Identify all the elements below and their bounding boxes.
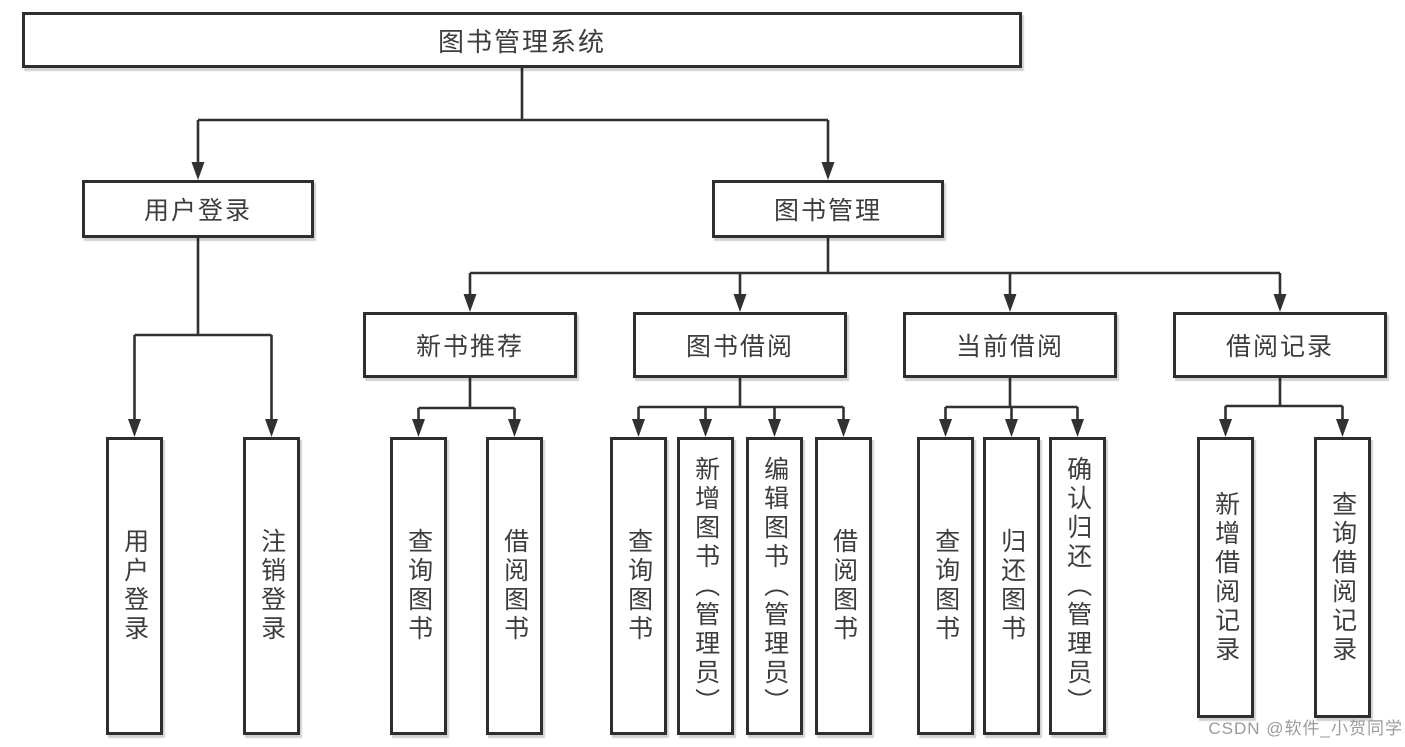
node-label: 新书推荐 <box>415 333 524 361</box>
leaf-label: 确认归还（管理员） <box>1063 455 1092 717</box>
node-current-borrow: 当前借阅 <box>903 312 1117 378</box>
leaf-recommend-query-books: 查询图书 <box>390 437 447 735</box>
connector-user-login-to-leaves <box>128 238 278 437</box>
leaf-label: 注销登录 <box>257 528 286 644</box>
node-new-book-recommend: 新书推荐 <box>363 312 577 378</box>
leaf-label: 借阅图书 <box>500 528 529 644</box>
node-user-login: 用户登录 <box>82 180 314 238</box>
leaf-logout: 注销登录 <box>243 437 300 735</box>
leaf-user-login: 用户登录 <box>106 437 163 735</box>
connector-current-borrow-to-leaves <box>939 378 1084 437</box>
leaf-label: 归还图书 <box>997 528 1026 644</box>
leaf-label: 查询借阅记录 <box>1328 490 1357 665</box>
node-book-management: 图书管理 <box>712 180 944 238</box>
connector-book-borrow-to-leaves <box>632 378 850 437</box>
node-borrow-records: 借阅记录 <box>1173 312 1387 378</box>
leaf-recommend-borrow-books: 借阅图书 <box>486 437 543 735</box>
node-label: 图书管理 <box>773 197 882 225</box>
node-root-system: 图书管理系统 <box>22 12 1022 68</box>
node-label: 借阅记录 <box>1225 333 1334 361</box>
leaf-borrow-query-books: 查询图书 <box>610 437 667 735</box>
csdn-watermark: CSDN @软件_小贺同学 <box>1208 719 1403 738</box>
leaf-label: 查询图书 <box>624 528 653 644</box>
leaf-label: 新增借阅记录 <box>1211 490 1240 665</box>
leaf-label: 新增图书（管理员） <box>691 455 720 717</box>
leaf-current-confirm-return-admin: 确认归还（管理员） <box>1049 437 1106 735</box>
connector-root-to-level2 <box>191 68 835 180</box>
connector-borrow-records-to-leaves <box>1219 378 1349 437</box>
node-label: 图书管理系统 <box>437 26 606 57</box>
leaf-label: 查询图书 <box>931 528 960 644</box>
node-label: 当前借阅 <box>955 333 1064 361</box>
leaf-label: 查询图书 <box>404 528 433 644</box>
leaf-current-query-books: 查询图书 <box>917 437 974 735</box>
leaf-current-return-books: 归还图书 <box>983 437 1040 735</box>
leaf-borrow-borrow-books: 借阅图书 <box>815 437 872 735</box>
node-label: 图书借阅 <box>685 333 794 361</box>
leaf-records-query-borrow-record: 查询借阅记录 <box>1314 437 1371 718</box>
leaf-borrow-add-books-admin: 新增图书（管理员） <box>677 437 734 735</box>
node-label: 用户登录 <box>143 197 252 225</box>
leaf-borrow-edit-books-admin: 编辑图书（管理员） <box>746 437 803 735</box>
leaf-label: 用户登录 <box>120 528 149 644</box>
leaf-label: 编辑图书（管理员） <box>760 455 789 717</box>
connector-new-recommend-to-leaves <box>412 378 521 437</box>
leaf-label: 借阅图书 <box>829 528 858 644</box>
connector-book-management-to-level3 <box>463 238 1287 312</box>
leaf-records-add-borrow-record: 新增借阅记录 <box>1197 437 1254 718</box>
node-book-borrow: 图书借阅 <box>633 312 847 378</box>
